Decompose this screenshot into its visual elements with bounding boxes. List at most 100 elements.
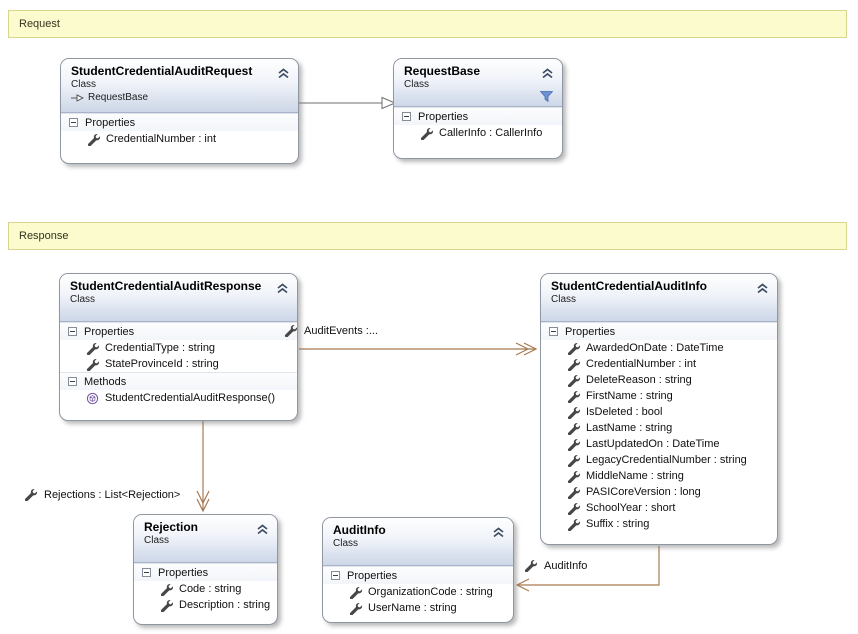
section-properties[interactable]: Properties xyxy=(60,322,297,340)
class-header[interactable]: StudentCredentialAuditInfo Class xyxy=(541,274,777,322)
property-text: FirstName : string xyxy=(586,390,673,402)
wrench-icon xyxy=(567,406,580,419)
property-row[interactable]: UserName : string xyxy=(323,600,513,616)
property-text: PASICoreVersion : long xyxy=(586,486,701,498)
property-row[interactable]: Suffix : string xyxy=(541,516,777,532)
methods-list: StudentCredentialAuditResponse() xyxy=(60,390,297,406)
property-row[interactable]: CredentialNumber : int xyxy=(541,356,777,372)
property-text: DeleteReason : string xyxy=(586,374,692,386)
class-title: StudentCredentialAuditResponse xyxy=(70,279,262,293)
wrench-icon xyxy=(349,586,362,599)
property-row[interactable]: Description : string xyxy=(134,597,277,613)
collapse-minus-icon[interactable] xyxy=(68,377,77,386)
collapse-minus-icon[interactable] xyxy=(142,568,151,577)
property-row[interactable]: StateProvinceId : string xyxy=(60,356,297,372)
section-methods[interactable]: Methods xyxy=(60,372,297,390)
class-header[interactable]: AuditInfo Class xyxy=(323,518,513,566)
class-header[interactable]: RequestBase Class xyxy=(394,59,562,107)
rejections-arrowhead xyxy=(196,490,210,513)
wrench-icon xyxy=(524,559,537,572)
property-text: CallerInfo : CallerInfo xyxy=(439,127,543,139)
method-row[interactable]: StudentCredentialAuditResponse() xyxy=(60,390,297,406)
wrench-icon xyxy=(567,470,580,483)
comment-banner-response[interactable]: Response xyxy=(8,222,847,250)
wrench-icon xyxy=(567,502,580,515)
inherits-row: RequestBase xyxy=(71,92,290,103)
property-row[interactable]: CredentialNumber : int xyxy=(61,131,298,147)
collapse-chevron-icon[interactable] xyxy=(541,66,554,79)
inherits-arrow-icon xyxy=(71,93,84,102)
wrench-icon xyxy=(420,127,433,140)
properties-list: CredentialNumber : int xyxy=(61,131,298,147)
class-rejection[interactable]: Rejection Class Properties Code : string xyxy=(133,514,278,625)
class-auditinfo[interactable]: AuditInfo Class Properties OrganizationC… xyxy=(322,517,514,623)
inherits-name: RequestBase xyxy=(88,92,149,103)
wrench-icon xyxy=(567,390,580,403)
property-row[interactable]: FirstName : string xyxy=(541,388,777,404)
section-properties[interactable]: Properties xyxy=(541,322,777,340)
property-text: SchoolYear : short xyxy=(586,502,676,514)
property-row[interactable]: DeleteReason : string xyxy=(541,372,777,388)
section-label: Properties xyxy=(418,110,469,123)
rejections-connector-label[interactable]: Rejections : List<Rejection> xyxy=(24,488,180,501)
collapse-minus-icon[interactable] xyxy=(402,112,411,121)
class-studentcredentialauditinfo[interactable]: StudentCredentialAuditInfo Class Propert… xyxy=(540,273,778,545)
properties-list: CallerInfo : CallerInfo xyxy=(394,125,562,141)
class-requestbase[interactable]: RequestBase Class Properties CallerInfo … xyxy=(393,58,563,159)
class-kind: Class xyxy=(404,79,430,90)
class-header[interactable]: StudentCredentialAuditResponse Class xyxy=(60,274,297,322)
wrench-icon xyxy=(567,358,580,371)
property-row[interactable]: CallerInfo : CallerInfo xyxy=(394,125,562,141)
collapse-minus-icon[interactable] xyxy=(68,327,77,336)
collapse-minus-icon[interactable] xyxy=(69,118,78,127)
property-row[interactable]: LastUpdatedOn : DateTime xyxy=(541,436,777,452)
property-row[interactable]: LegacyCredentialNumber : string xyxy=(541,452,777,468)
method-cube-icon xyxy=(86,392,99,405)
collapse-chevron-icon[interactable] xyxy=(256,522,269,535)
wrench-icon xyxy=(86,358,99,371)
property-row[interactable]: CredentialType : string xyxy=(60,340,297,356)
class-header[interactable]: Rejection Class xyxy=(134,515,277,563)
collapse-chevron-icon[interactable] xyxy=(492,525,505,538)
auditinfo-connector-label[interactable]: AuditInfo xyxy=(524,559,587,572)
section-properties[interactable]: Properties xyxy=(394,107,562,125)
property-row[interactable]: Code : string xyxy=(134,581,277,597)
property-text: LastUpdatedOn : DateTime xyxy=(586,438,720,450)
property-row[interactable]: IsDeleted : bool xyxy=(541,404,777,420)
section-properties[interactable]: Properties xyxy=(323,566,513,584)
section-label: Properties xyxy=(84,325,135,338)
class-header[interactable]: StudentCredentialAuditRequest Class Requ… xyxy=(61,59,298,113)
collapse-minus-icon[interactable] xyxy=(549,327,558,336)
collapse-chevron-icon[interactable] xyxy=(276,281,289,294)
class-studentcredentialauditrequest[interactable]: StudentCredentialAuditRequest Class Requ… xyxy=(60,58,299,164)
property-row[interactable]: MiddleName : string xyxy=(541,468,777,484)
class-kind: Class xyxy=(333,538,359,549)
property-row[interactable]: OrganizationCode : string xyxy=(323,584,513,600)
property-text: MiddleName : string xyxy=(586,470,684,482)
section-properties[interactable]: Properties xyxy=(134,563,277,581)
property-text: CredentialNumber : int xyxy=(586,358,697,370)
method-text: StudentCredentialAuditResponse() xyxy=(105,392,275,404)
class-studentcredentialauditresponse[interactable]: StudentCredentialAuditResponse Class Pro… xyxy=(59,273,298,421)
section-properties[interactable]: Properties xyxy=(61,113,298,131)
property-text: CredentialNumber : int xyxy=(106,133,217,145)
property-row[interactable]: LastName : string xyxy=(541,420,777,436)
class-title: Rejection xyxy=(144,520,199,534)
connector-auditinfo[interactable] xyxy=(517,546,660,586)
property-row[interactable]: PASICoreVersion : long xyxy=(541,484,777,500)
collapse-chevron-icon[interactable] xyxy=(277,66,290,79)
filter-funnel-icon[interactable] xyxy=(539,90,554,103)
class-kind: Class xyxy=(70,294,96,305)
comment-banner-request[interactable]: Request xyxy=(8,10,847,38)
section-label: Properties xyxy=(85,116,136,129)
section-label: Properties xyxy=(347,569,398,582)
auditevents-connector-label[interactable]: AuditEvents :... xyxy=(284,324,378,337)
property-row[interactable]: AwardedOnDate : DateTime xyxy=(541,340,777,356)
property-row[interactable]: SchoolYear : short xyxy=(541,500,777,516)
collapse-chevron-icon[interactable] xyxy=(756,281,769,294)
property-text: LastName : string xyxy=(586,422,673,434)
wrench-icon xyxy=(160,599,173,612)
property-text: Code : string xyxy=(179,583,242,595)
collapse-minus-icon[interactable] xyxy=(331,571,340,580)
